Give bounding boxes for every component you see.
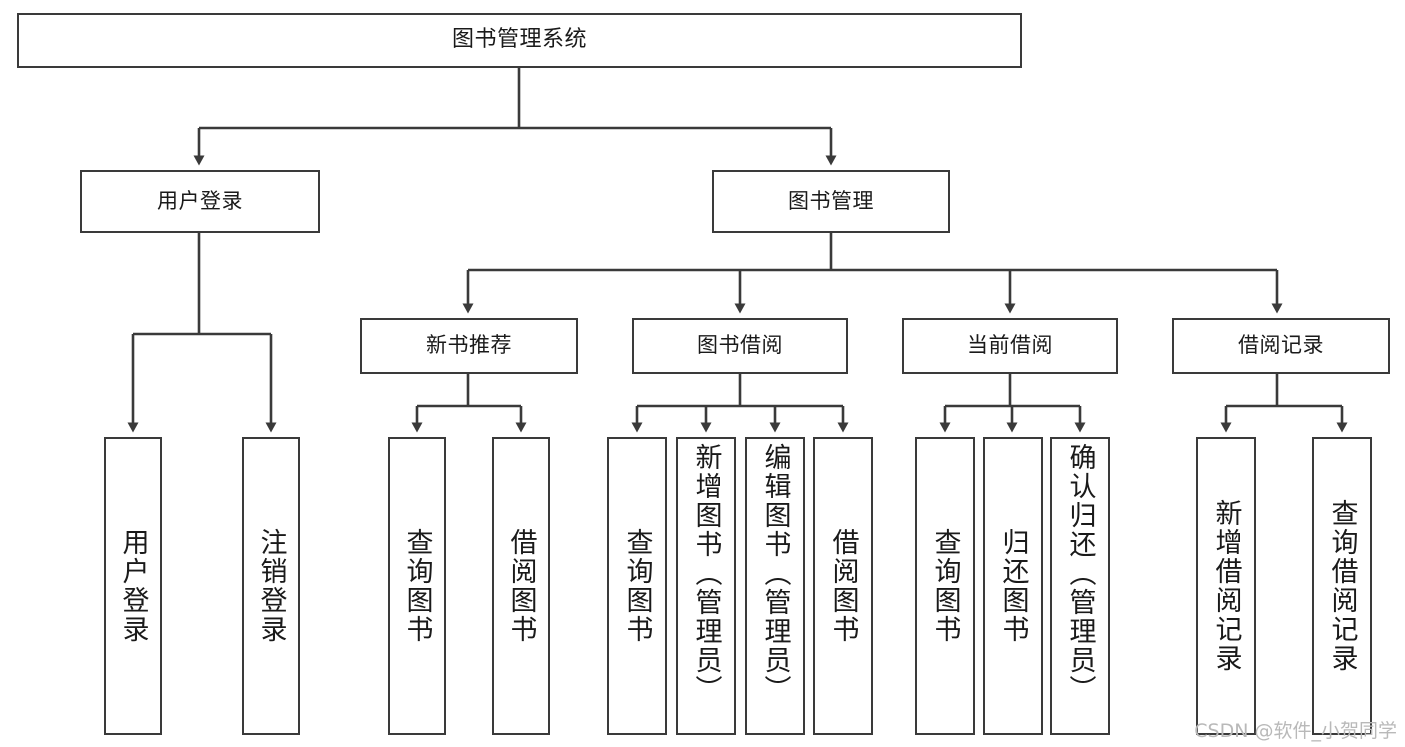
leaf-new-book-borrow-book[interactable]: 借阅图书 <box>492 437 550 735</box>
node-label: 借阅记录 <box>1238 333 1324 358</box>
leaf-current-borrow-confirm-return-admin[interactable]: 确认归还（管理员） <box>1050 437 1110 735</box>
leaf-book-borrow-borrow-book[interactable]: 借阅图书 <box>813 437 873 735</box>
node-label: 查询借阅记录 <box>1326 499 1358 673</box>
node-label: 当前借阅 <box>967 333 1053 358</box>
leaf-user-login-logout[interactable]: 注销登录 <box>242 437 300 735</box>
leaf-book-borrow-edit-book-admin[interactable]: 编辑图书（管理员） <box>745 437 805 735</box>
node-label: 编辑图书（管理员） <box>759 443 791 704</box>
node-label: 注销登录 <box>255 528 287 644</box>
node-new-book-recommend[interactable]: 新书推荐 <box>360 318 578 374</box>
node-label: 新增借阅记录 <box>1210 499 1242 673</box>
leaf-book-borrow-query-book[interactable]: 查询图书 <box>607 437 667 735</box>
node-label: 新增图书（管理员） <box>690 443 722 704</box>
node-label: 查询图书 <box>621 528 653 644</box>
node-book-borrow[interactable]: 图书借阅 <box>632 318 848 374</box>
leaf-current-borrow-query-book[interactable]: 查询图书 <box>915 437 975 735</box>
node-label: 查询图书 <box>929 528 961 644</box>
node-label: 用户登录 <box>117 528 149 644</box>
node-book-management[interactable]: 图书管理 <box>712 170 950 233</box>
node-label: 图书借阅 <box>697 333 783 358</box>
node-borrow-record[interactable]: 借阅记录 <box>1172 318 1390 374</box>
node-label: 图书管理系统 <box>451 27 587 53</box>
node-label: 归还图书 <box>997 528 1029 644</box>
node-current-borrow[interactable]: 当前借阅 <box>902 318 1118 374</box>
leaf-user-login-login[interactable]: 用户登录 <box>104 437 162 735</box>
node-user-login[interactable]: 用户登录 <box>80 170 320 233</box>
node-label: 用户登录 <box>157 188 243 213</box>
node-label: 查询图书 <box>401 528 433 644</box>
leaf-book-borrow-add-book-admin[interactable]: 新增图书（管理员） <box>676 437 736 735</box>
node-label: 借阅图书 <box>505 528 537 644</box>
leaf-new-book-query-book[interactable]: 查询图书 <box>388 437 446 735</box>
node-label: 借阅图书 <box>827 528 859 644</box>
leaf-current-borrow-return-book[interactable]: 归还图书 <box>983 437 1043 735</box>
leaf-borrow-record-query-record[interactable]: 查询借阅记录 <box>1312 437 1372 735</box>
node-label: 图书管理 <box>788 188 874 213</box>
node-label: 新书推荐 <box>426 333 512 358</box>
leaf-borrow-record-add-record[interactable]: 新增借阅记录 <box>1196 437 1256 735</box>
node-label: 确认归还（管理员） <box>1064 443 1096 704</box>
node-root-book-management-system[interactable]: 图书管理系统 <box>17 13 1022 68</box>
